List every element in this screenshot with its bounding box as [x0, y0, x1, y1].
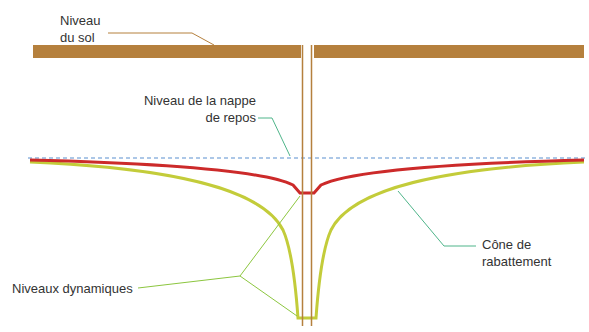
leader-line — [258, 118, 290, 156]
well-casing — [311, 45, 313, 326]
label-text: Cône de rabattement — [482, 236, 577, 270]
static-water-level — [28, 157, 586, 158]
label-text: Niveau du sol — [60, 12, 110, 46]
leader-line — [138, 196, 300, 288]
well-casing — [302, 45, 304, 326]
label-text: Niveau de la nappe de repos — [136, 92, 256, 126]
leader-line — [398, 191, 476, 246]
leader-line — [108, 33, 214, 45]
drawdown-cone-shallow — [30, 160, 584, 193]
ground-bar — [33, 45, 301, 58]
ground-bar — [314, 45, 584, 58]
label-text: Niveaux dynamiques — [12, 280, 133, 297]
leader-line — [240, 276, 297, 316]
